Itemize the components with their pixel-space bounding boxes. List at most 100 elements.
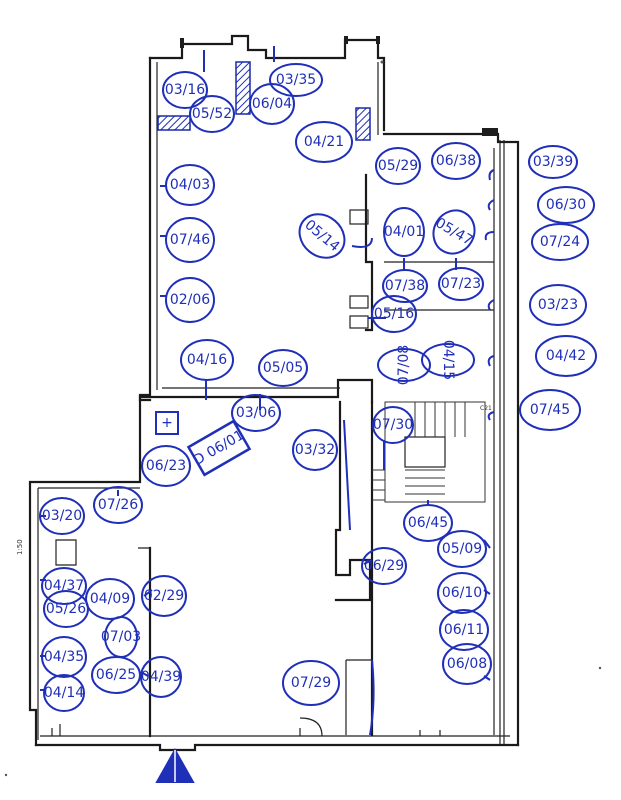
annotation-ellipse [403,504,453,542]
annotation-ellipse [298,213,346,259]
annotation-note: 05/26 [43,590,89,628]
annotation-ellipse [165,164,215,206]
annotation-label: 07/45 [530,402,570,418]
annotation-label: 04/35 [44,649,84,665]
building-walls [28,34,520,752]
annotation-note: 03/16 [162,71,208,109]
annotation-label: 03/35 [276,72,316,88]
annotation-ellipse [141,445,191,487]
annotation-ellipse [442,643,492,685]
annotation-note: 07/08 [377,345,431,385]
annotation-note: 07/30 [372,406,414,444]
annotation-label: 07/38 [385,278,425,294]
annotation-note: 06/29 [361,547,407,585]
annotation-ellipse [295,121,353,163]
diamond-label-box: D 06/01 [186,419,252,477]
annotation-note: 03/23 [529,284,587,326]
annotation-note: 07/38 [382,269,428,303]
annotation-note: 07/45 [519,389,581,431]
annotation-note: 04/15 [421,340,475,380]
annotation-ellipse [377,348,431,382]
annotation-note: 04/01 [383,207,425,257]
annotation-ellipse [375,147,421,185]
annotation-label: 06/25 [96,667,136,683]
annotation-ellipse [165,217,215,263]
annotation-label: 03/06 [236,405,276,421]
annotation-note: 03/39 [528,145,578,179]
annotation-note: 07/23 [438,267,484,301]
annotation-label: 06/30 [546,197,586,213]
annotation-ellipse [140,656,182,698]
stair-label: C21 [480,405,492,412]
annotation-ellipse [43,674,85,712]
annotation-label: 03/20 [42,508,82,524]
annotation-label: 06/23 [146,458,186,474]
annotation-ellipse [383,207,425,257]
annotation-note: 05/05 [258,349,308,387]
annotation-label: 07/08 [396,345,412,385]
leader-lines [40,46,495,736]
annotation-note: 04/37 [41,567,87,605]
annotation-ellipse [531,223,589,261]
annotation-label: 06/10 [442,585,482,601]
annotation-ellipse [43,590,89,628]
annotation-label: 04/37 [44,578,84,594]
annotation-label: 07/30 [373,417,413,433]
annotation-note: 04/03 [165,164,215,206]
annotation-note: 03/20 [39,497,85,535]
annotation-ellipse [372,406,414,444]
annotation-label: 06/04 [252,96,292,112]
annotation-ellipse [180,339,234,381]
annotation-label: 02/06 [170,292,210,308]
annotation-note: 04/14 [43,674,85,712]
annotation-label: 06/11 [444,622,484,638]
annotation-ellipse [85,578,135,620]
annotation-label: 05/16 [374,306,414,322]
hatched-columns [157,61,371,141]
annotation-ellipse [91,656,141,694]
annotation-ellipse [162,71,208,109]
annotation-ellipse [431,142,481,180]
annotation-label: 06/08 [447,656,487,672]
annotation-label: 03/39 [533,154,573,170]
annotation-ellipse [439,609,489,651]
annotation-label: 03/32 [295,442,335,458]
annotation-label: 03/16 [165,82,205,98]
annotation-label: 04/42 [546,348,586,364]
annotation-label: 05/09 [442,541,482,557]
annotation-ellipse [421,343,475,377]
annotation-ellipse [269,63,323,97]
annotation-note: 06/25 [91,656,141,694]
left-scale-label: 1:50 [16,539,24,555]
annotation-note: 06/08 [442,643,492,685]
annotation-label: 07/26 [98,497,138,513]
annotation-ellipse [249,83,295,125]
annotation-note: 06/10 [437,572,487,614]
annotation-note: 03/32 [292,429,338,471]
annotation-ellipse [371,295,417,333]
annotation-ellipse [39,497,85,535]
annotation-ellipse [537,186,595,224]
annotation-label: 04/03 [170,177,210,193]
annotation-label: 07/03 [101,629,141,645]
annotation-note: 06/30 [537,186,595,224]
annotation-label: 07/23 [441,276,481,292]
annotation-ellipse [141,575,187,617]
annotation-note: 06/23 [141,445,191,487]
annotation-ellipse [529,284,587,326]
annotation-label: 04/14 [44,685,84,701]
annotation-note: 02/29 [141,575,187,617]
annotation-note: 03/06 [231,394,281,432]
annotation-ellipse [361,547,407,585]
annotation-ellipse [437,572,487,614]
annotation-ellipse [519,389,581,431]
annotation-note: 06/04 [249,83,295,125]
annotation-note: 04/39 [140,656,182,698]
annotation-note: 07/29 [282,660,340,706]
annotation-label: 04/15 [440,340,456,380]
annotation-ellipse [382,269,428,303]
annotation-note: 02/06 [165,277,215,323]
annotation-label: 05/52 [192,106,232,122]
annotation-label: 05/29 [378,158,418,174]
